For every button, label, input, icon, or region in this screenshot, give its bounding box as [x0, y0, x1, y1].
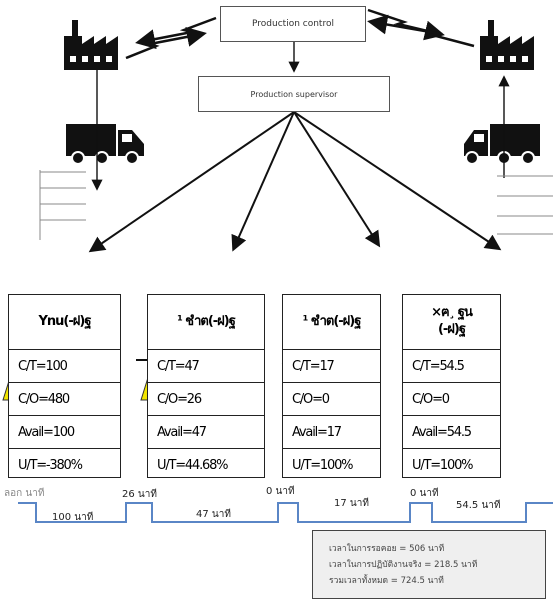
production-supervisor-box: Production supervisor: [198, 76, 390, 112]
timeline-line: [18, 502, 553, 523]
availability: Avail=54.5: [403, 416, 500, 449]
process-box-4: ×ฅ¸ ฐน (-ฝ)ฐ C/T=54.5 C/O=0 Avail=54.5 U…: [402, 294, 501, 478]
changeover-time: C/O=26: [148, 383, 264, 416]
process-title: ×ฅ¸ ฐน (-ฝ)ฐ: [403, 295, 500, 350]
processing-time-total: เวลาในการปฏิบัติงานจริง = 218.5 นาที: [329, 560, 478, 570]
availability: Avail=47: [148, 416, 264, 449]
changeover-time: C/O=0: [283, 383, 380, 416]
uptime: U/T=-380%: [18, 458, 83, 473]
changeover-time: C/O=480: [9, 383, 120, 416]
info-arrow-right: [367, 8, 475, 48]
uptime: U/T=100%: [412, 458, 473, 473]
cycle-time: C/T=54.5: [403, 350, 500, 383]
process-box-1: Ynu(-ฝ)ฐ C/T=100 C/O=480 Avail=100 U/T=-…: [8, 294, 121, 478]
customer-factory-icon: [480, 20, 534, 70]
timeline-start-label: ลอก นาที: [4, 488, 45, 499]
cycle-time: C/T=47: [148, 350, 264, 383]
supplier-factory-icon: [64, 20, 118, 70]
info-arrow-left: [125, 16, 217, 60]
uptime: U/T=100%: [292, 458, 353, 473]
uptime: U/T=44.68%: [157, 458, 229, 473]
timeline-wait-label: 0 นาที: [266, 486, 295, 497]
process-title: ¹ ชำต(-ฝ)ฐ: [283, 295, 380, 350]
outbound-truck-icon: [464, 124, 540, 165]
raw-material-inventory: [39, 170, 86, 240]
inbound-truck-icon: [66, 124, 144, 165]
timeline-wait-label: 0 นาที: [410, 488, 439, 499]
total-lead-time: รวมเวลาทั้งหมด = 724.5 นาที: [329, 576, 444, 586]
schedule-arrows: [88, 111, 502, 253]
finished-goods-inventory: [497, 175, 553, 235]
cycle-time: C/T=100: [9, 350, 120, 383]
availability: Avail=17: [283, 416, 380, 449]
timeline-process-label: 100 นาที: [52, 512, 94, 523]
availability: Avail=100: [9, 416, 120, 449]
timeline-process-label: 47 นาที: [196, 509, 231, 520]
wait-time-total: เวลาในการรอคอย = 506 นาที: [329, 544, 445, 554]
process-title: Ynu(-ฝ)ฐ: [9, 295, 120, 350]
process-box-3: ¹ ชำต(-ฝ)ฐ C/T=17 C/O=0 Avail=17 U/T=100…: [282, 294, 381, 478]
timeline-process-label: 17 นาที: [334, 498, 369, 509]
timeline-process-label: 54.5 นาที: [456, 500, 501, 511]
changeover-time: C/O=0: [403, 383, 500, 416]
lead-time-summary: เวลาในการรอคอย = 506 นาที เวลาในการปฏิบั…: [312, 530, 546, 599]
process-title: ¹ ชำต(-ฝ)ฐ: [148, 295, 264, 350]
cycle-time: C/T=17: [283, 350, 380, 383]
production-control-box: Production control: [220, 6, 366, 42]
process-box-2: ¹ ชำต(-ฝ)ฐ C/T=47 C/O=26 Avail=47 U/T=44…: [147, 294, 265, 478]
timeline-wait-label: 26 นาที: [122, 489, 157, 500]
